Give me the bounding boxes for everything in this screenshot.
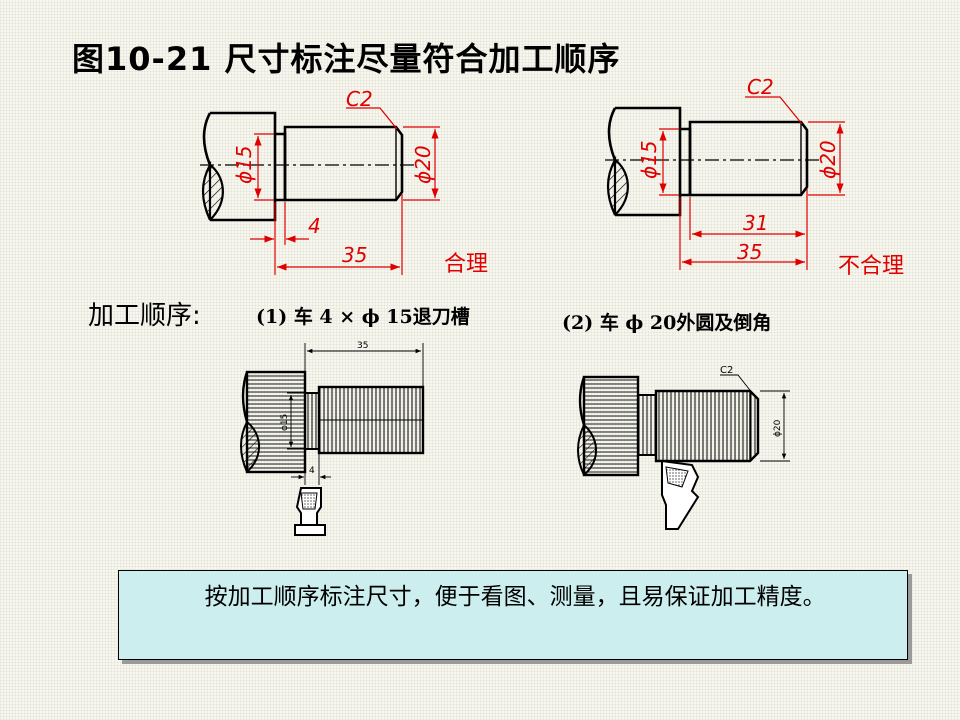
chamfer-label: C2: [747, 75, 774, 99]
step-1-total-length-label: 35: [357, 341, 368, 351]
verdict-unreasonable: 不合理: [838, 254, 905, 279]
outer-diameter-label: ϕ20: [411, 145, 435, 184]
summary-note: 按加工顺序标注尺寸，便于看图、测量，且易保证加工精度。: [118, 570, 908, 660]
groove-length-label: 4: [308, 214, 321, 238]
groove-diameter-label: ϕ15: [637, 140, 661, 179]
step-1-drawing: 35 ϕ15 4: [240, 341, 425, 536]
step-1-groove-diameter-label: ϕ15: [280, 414, 290, 431]
groove-diameter-label: ϕ15: [232, 145, 256, 184]
total-length-label: 35: [737, 240, 762, 264]
step-2-label: (2) 车 ϕ 20外圆及倒角: [562, 312, 772, 334]
page-title: 图10-21 尺寸标注尽量符合加工顺序: [72, 40, 621, 78]
step-1-groove-length-label: 4: [309, 466, 315, 476]
step-2-chamfer-label: C2: [720, 365, 733, 376]
shaft-drawing-reasonable: C2 ϕ15 ϕ20 4 35: [200, 87, 440, 275]
summary-note-text: 按加工顺序标注尺寸，便于看图、测量，且易保证加工精度。: [204, 584, 826, 610]
verdict-reasonable: 合理: [444, 252, 489, 277]
outer-diameter-label: ϕ20: [816, 140, 840, 179]
chamfer-label: C2: [346, 87, 373, 111]
hatched-section: [201, 160, 224, 221]
machining-order-label: 加工顺序:: [88, 301, 201, 331]
step-2-outer-diameter-label: ϕ20: [773, 419, 783, 437]
step-1-label: (1) 车 4 × ϕ 15退刀槽: [256, 306, 470, 328]
shaft-drawing-unreasonable: C2 ϕ15 ϕ20 31 35: [605, 75, 845, 270]
step-2-drawing: C2 ϕ20: [577, 365, 790, 530]
total-length-label: 35: [342, 243, 367, 267]
body-length-label: 31: [743, 211, 768, 235]
